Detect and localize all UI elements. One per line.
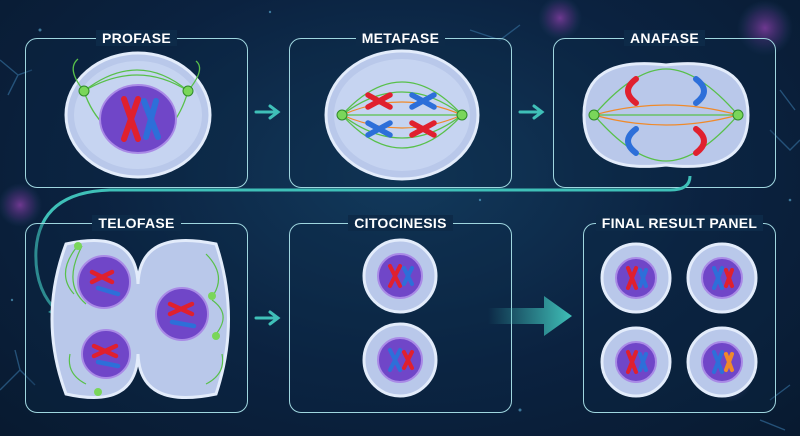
centriole [208, 292, 216, 300]
nucleus [77, 255, 131, 309]
bg-cell [0, 183, 42, 227]
panel-telofase: TELOFASE [25, 215, 248, 413]
spindle-fibers-orange [341, 101, 463, 129]
daughter-cell [362, 238, 438, 314]
result-cell [686, 242, 758, 314]
centriole [588, 109, 600, 121]
panel-title: FINAL RESULT PANEL [584, 214, 775, 232]
centriole [182, 85, 194, 97]
anafase-cell-illustration [582, 62, 750, 168]
nucleus [155, 287, 209, 341]
spindle-fibers [341, 81, 463, 149]
centriole [732, 109, 744, 121]
panel-final-result: FINAL RESULT PANEL [583, 215, 776, 413]
centriole [94, 388, 102, 396]
chromosome-blue [141, 98, 161, 140]
daughter-cell [362, 322, 438, 398]
panel-citocinesis: CITOCINESIS [289, 215, 512, 413]
arrow-right-icon [254, 104, 281, 120]
panel-title: METAFASE [290, 29, 511, 47]
centriole [78, 85, 90, 97]
centriole [456, 109, 468, 121]
panel-profase: PROFASE [25, 30, 248, 188]
arrow-right-icon [254, 310, 281, 326]
telofase-cell-illustration [50, 239, 230, 399]
chromosome-red [121, 96, 141, 142]
bg-cell [538, 0, 582, 40]
big-arrow-right-icon [488, 296, 572, 336]
result-cell [600, 242, 672, 314]
profase-cell-illustration [64, 51, 212, 179]
centriole [212, 332, 220, 340]
nucleus [81, 329, 131, 379]
panel-title: TELOFASE [26, 214, 247, 232]
result-cell [686, 326, 758, 398]
panel-title: CITOCINESIS [290, 214, 511, 232]
spindle-fibers [64, 245, 224, 385]
citocinesis-cell-illustration [362, 238, 438, 398]
bg-neuron-lines [0, 24, 800, 431]
bg-cell [737, 0, 793, 56]
spindle-fibers-orange [593, 104, 739, 126]
panel-title: PROFASE [26, 29, 247, 47]
aligned-chromosomes [365, 92, 437, 138]
result-cell [600, 326, 672, 398]
centriole [336, 109, 348, 121]
panel-title: ANAFASE [554, 29, 775, 47]
panel-metafase: METAFASE [289, 30, 512, 188]
separating-chromatids [625, 76, 707, 156]
arrow-right-icon [518, 104, 545, 120]
chromosomes [89, 269, 197, 369]
bg-particles [10, 10, 792, 412]
metafase-cell-illustration [324, 49, 480, 181]
panel-anafase: ANAFASE [553, 30, 776, 188]
centriole [74, 242, 82, 250]
final-result-illustration [600, 242, 758, 398]
